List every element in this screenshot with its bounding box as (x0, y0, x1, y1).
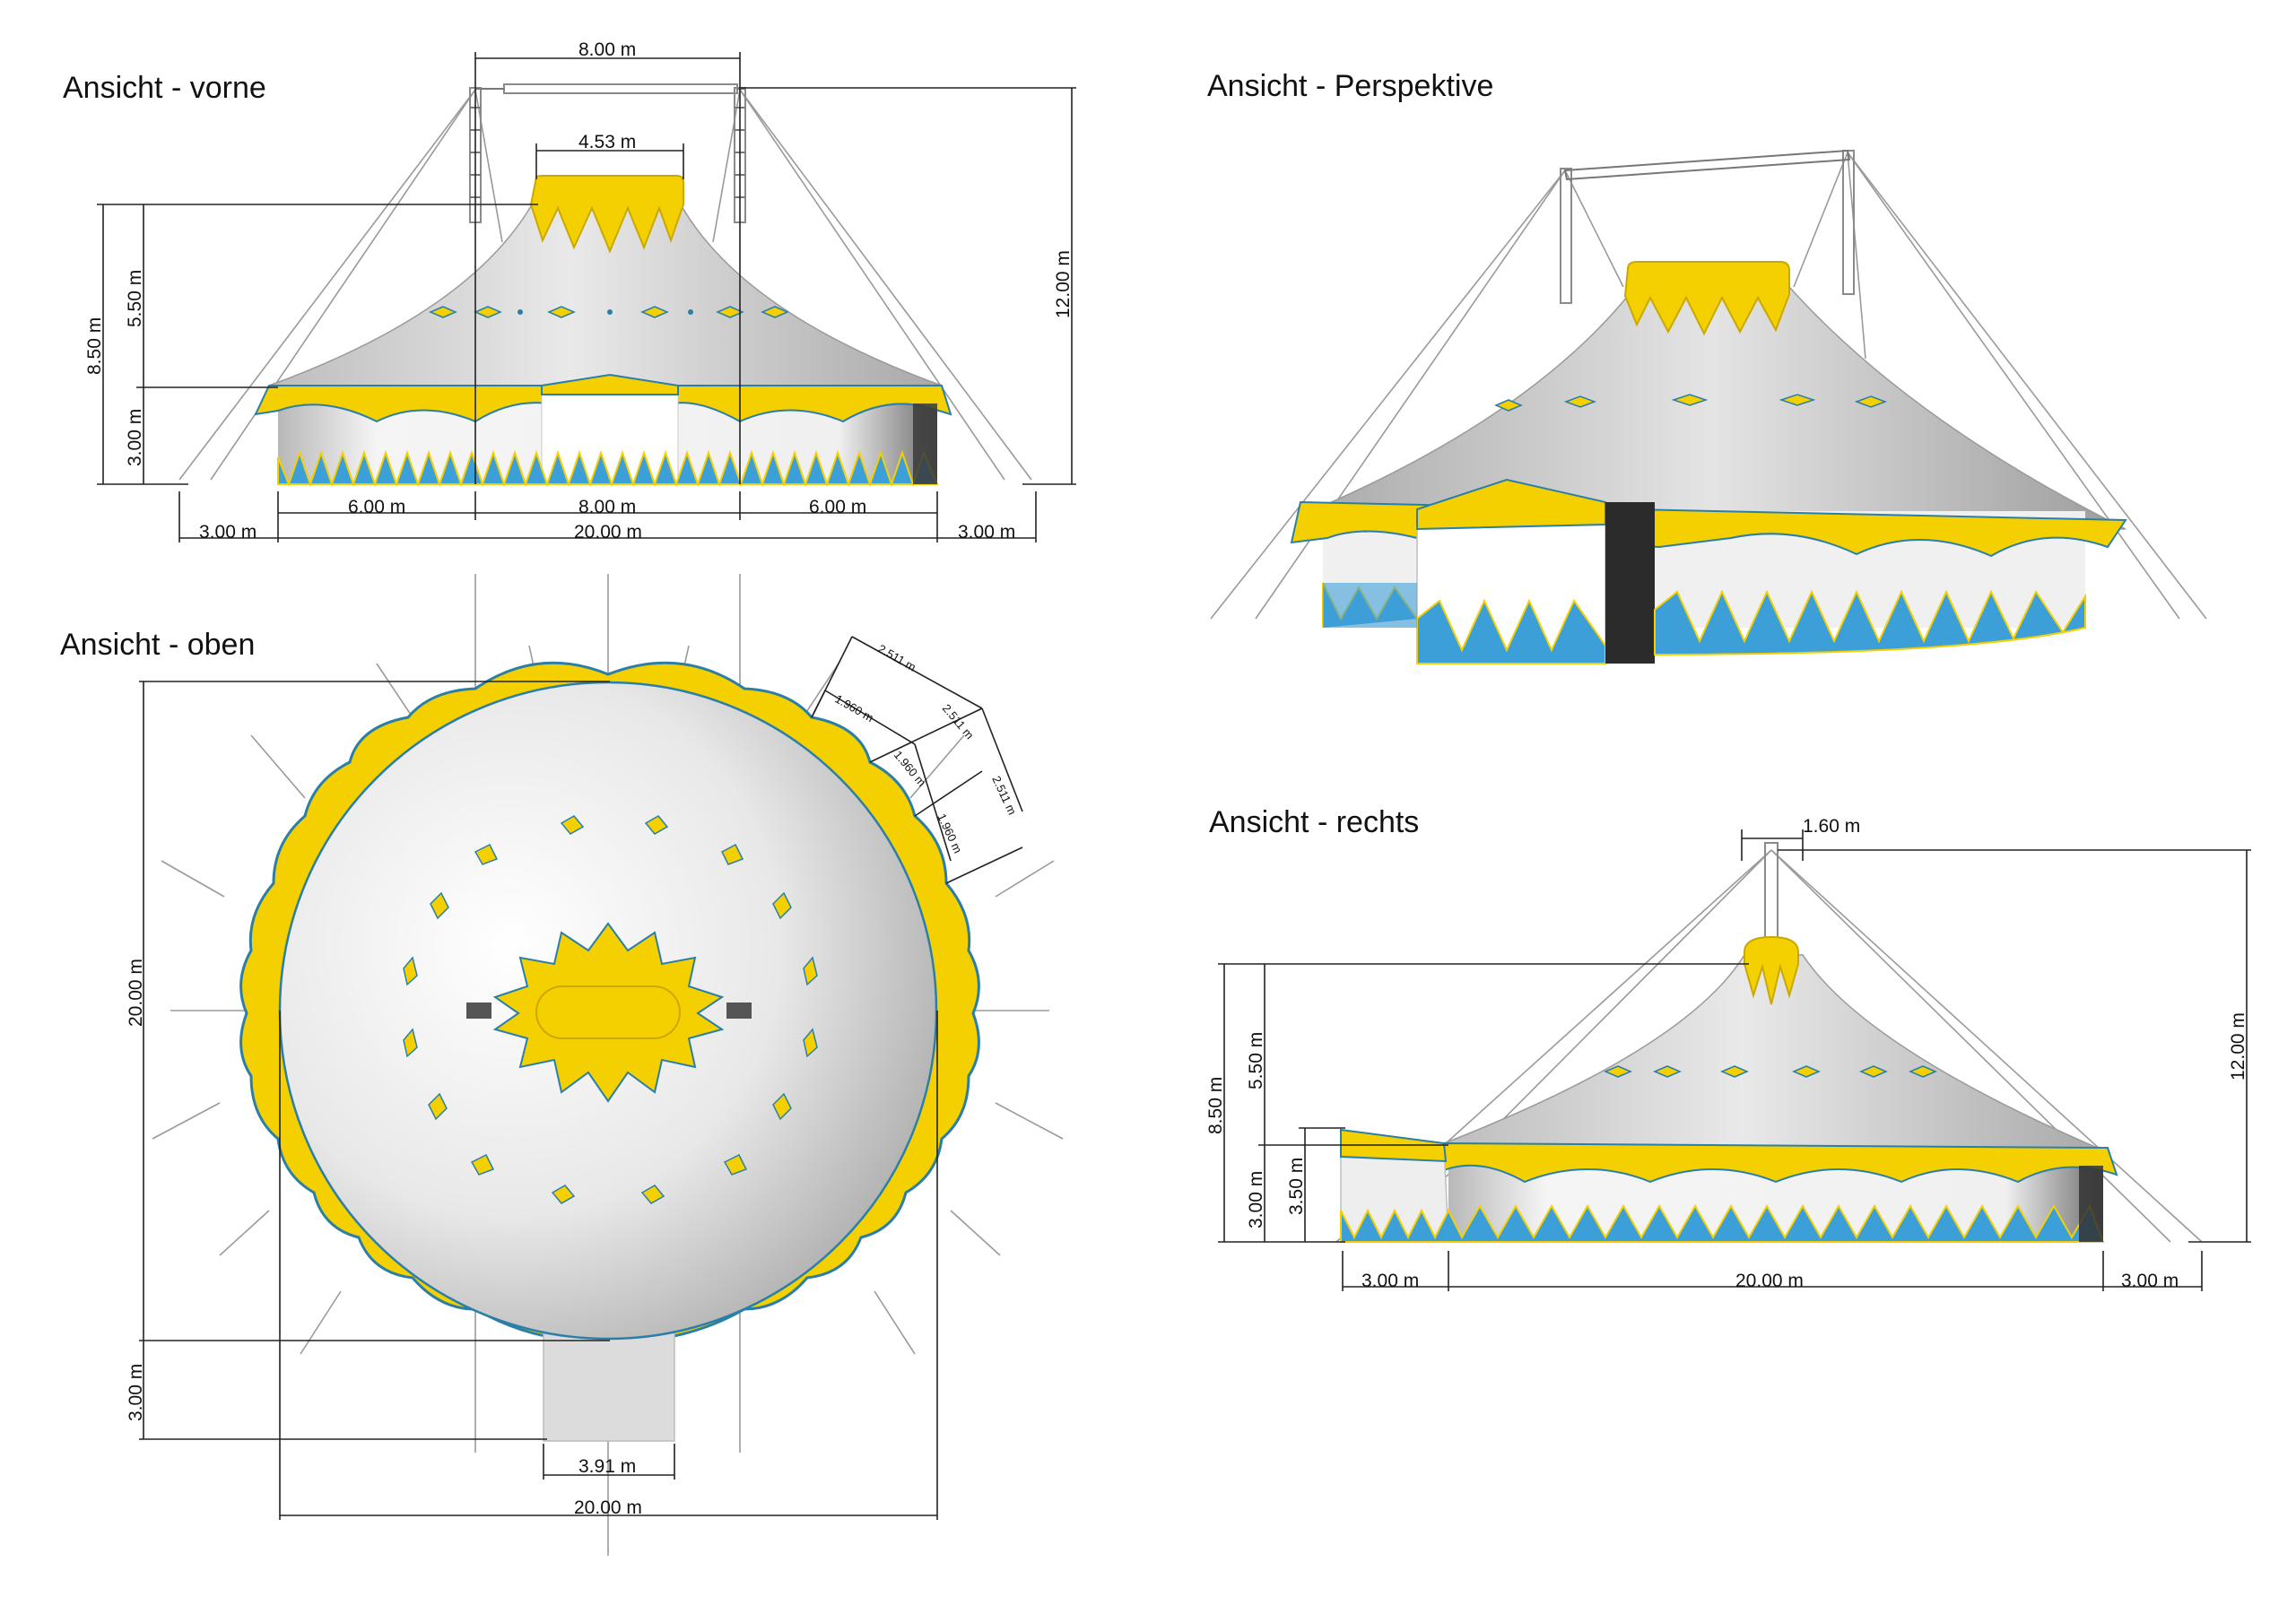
front-dim-top-width: 4.53 m (578, 132, 636, 152)
right-dim-diameter: 20.00 m (1735, 1271, 1804, 1291)
right-diamond-row (1604, 1065, 1937, 1078)
right-dimension-lines (1218, 829, 2251, 1291)
right-dim-wall-height: 3.00 m (1246, 1171, 1266, 1228)
front-dim-left-span: 6.00 m (348, 497, 405, 517)
front-dim-mast-height: 12.00 m (1053, 250, 1074, 318)
top-diamond-ring (403, 815, 818, 1204)
top-dim-width: 20.00 m (574, 1497, 642, 1518)
right-dim-entrance-depth: 3.00 m (1361, 1271, 1419, 1291)
front-dim-mast-spacing: 8.00 m (578, 39, 636, 60)
right-mast (1764, 842, 1779, 942)
front-dim-center-span: 8.00 m (578, 497, 636, 517)
top-cupola (535, 985, 681, 1039)
view-title-top: Ansicht - oben (60, 628, 255, 662)
front-dim-right-anchor: 3.00 m (958, 522, 1015, 542)
right-dim-mast-width: 1.60 m (1803, 816, 1860, 837)
pers-door-dark (1605, 502, 1655, 664)
view-title-perspective: Ansicht - Perspektive (1207, 69, 1493, 103)
front-dim-wall-height: 3.00 m (125, 409, 145, 466)
front-crown (529, 175, 684, 254)
view-title-front: Ansicht - vorne (63, 71, 266, 105)
front-dim-diameter: 20.00 m (574, 522, 642, 542)
pers-roof (1300, 286, 2126, 530)
top-dim-entrance-depth: 3.00 m (126, 1364, 146, 1421)
right-valance (1429, 1141, 2118, 1184)
perspective-view (1210, 149, 2207, 664)
top-dim-panel-a: 1.960 m (833, 692, 876, 725)
right-dim-entrance-height: 3.50 m (1286, 1158, 1307, 1215)
front-dim-left-anchor: 3.00 m (199, 522, 257, 542)
pers-guy-lines (1210, 152, 2207, 620)
pers-diamond-row (1494, 394, 1888, 412)
front-dim-right-span: 6.00 m (809, 497, 866, 517)
front-view: 8.00 m 4.53 m 8.50 m 5.50 m 3.00 m 12.00… (84, 39, 1076, 542)
front-dim-roof-height: 5.50 m (125, 270, 145, 327)
view-title-right: Ansicht - rechts (1209, 805, 1419, 839)
top-view: 20.00 m 3.00 m 3.91 m 20.00 m 2.511 m 2.… (126, 574, 1064, 1556)
top-dim-height: 20.00 m (126, 959, 146, 1027)
right-view: 1.60 m 8.50 m 5.50 m 3.00 m 3.50 m 12.00… (1205, 816, 2251, 1291)
pers-crown (1623, 261, 1790, 336)
top-dimension-lines (139, 636, 1023, 1520)
right-guy-lines (1335, 849, 2203, 1243)
right-dim-anchor: 3.00 m (2121, 1271, 2179, 1291)
pers-masts (1560, 149, 1855, 304)
right-dim-total-height: 8.50 m (1205, 1077, 1226, 1134)
right-dim-mast-height: 12.00 m (2228, 1012, 2248, 1081)
front-dim-total-height: 8.50 m (84, 317, 105, 375)
front-dimension-lines (97, 52, 1076, 542)
top-dim-scallop-b: 2.511 m (940, 701, 977, 742)
front-zigzag (277, 449, 939, 488)
top-dim-entrance-width: 3.91 m (578, 1456, 636, 1477)
top-dim-scallop-a: 2.511 m (876, 642, 918, 674)
front-truss (475, 83, 745, 94)
top-dim-scallop-c: 2.511 m (989, 774, 1019, 817)
right-zigzag (1340, 1203, 2105, 1243)
front-diamond-row (429, 306, 789, 318)
right-dim-roof-height: 5.50 m (1246, 1032, 1266, 1089)
right-crown (1744, 935, 1799, 1005)
